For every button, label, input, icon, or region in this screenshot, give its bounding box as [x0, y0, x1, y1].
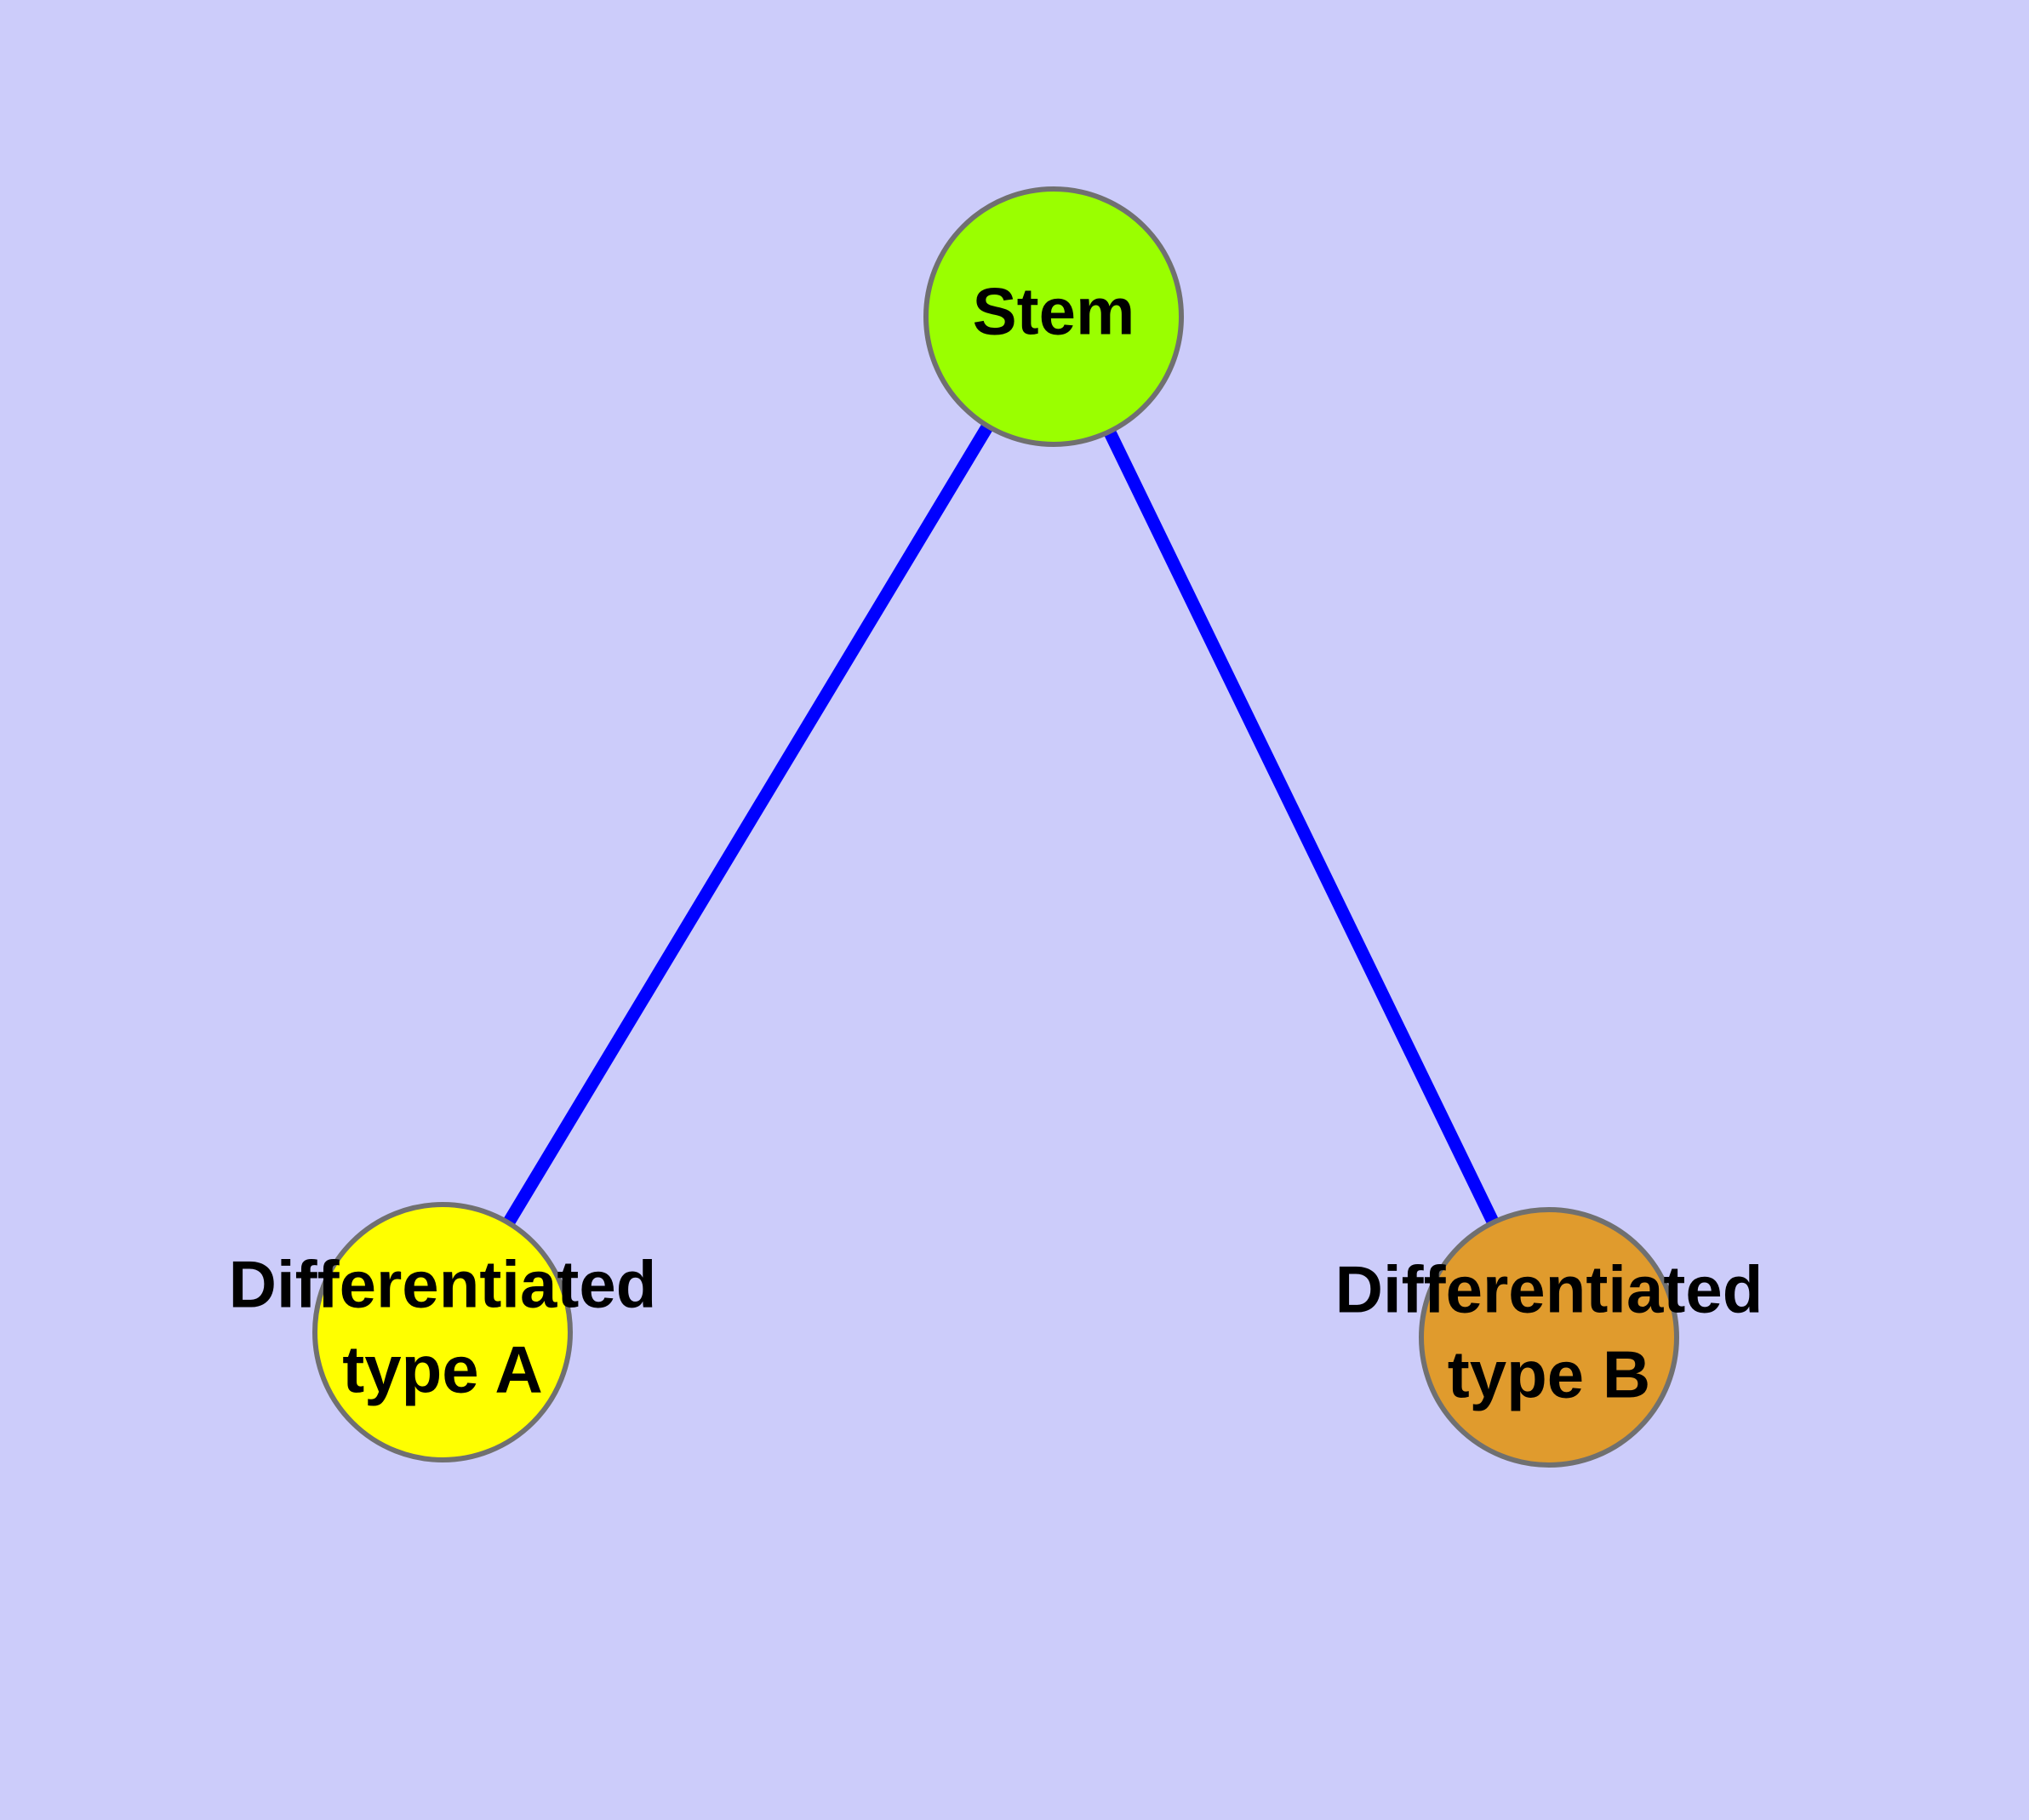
node-layer	[312, 186, 1679, 1468]
edge-layer	[437, 313, 1555, 1341]
differentiated-type-b-label-line2: type B	[1448, 1337, 1650, 1412]
edge-stem-to-type-b[interactable]	[1048, 313, 1555, 1341]
stem-node-label: Stem	[973, 274, 1135, 349]
differentiated-type-b-node[interactable]	[1419, 1207, 1679, 1468]
differentiated-type-a-node-circle[interactable]	[312, 1202, 573, 1462]
differentiated-type-a-label-line1: Differentiated	[229, 1247, 657, 1322]
differentiated-type-b-label-line1: Differentiated	[1335, 1252, 1763, 1327]
edge-stem-to-type-a[interactable]	[437, 313, 1060, 1336]
stem-node-circle[interactable]	[923, 186, 1184, 447]
differentiated-type-a-label-line2: type A	[342, 1332, 543, 1407]
differentiated-type-a-node[interactable]	[312, 1202, 573, 1462]
stem-node[interactable]	[923, 186, 1184, 447]
differentiated-type-b-node-circle[interactable]	[1419, 1207, 1679, 1468]
label-layer: Stem Differentiated type A Differentiate…	[229, 274, 1763, 1412]
